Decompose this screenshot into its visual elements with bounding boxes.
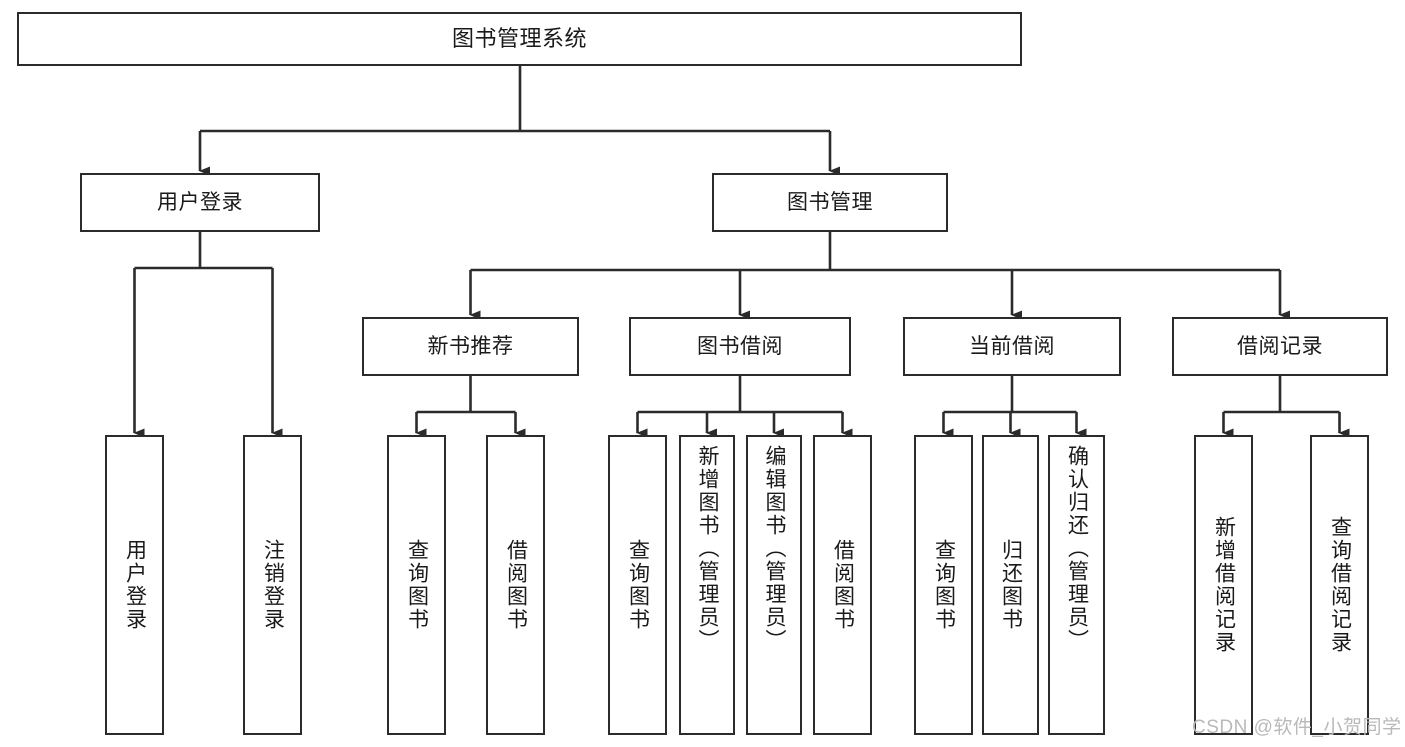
node-label: 借阅记录	[1237, 334, 1323, 358]
node-leaf-6: 编辑图书（管理员）	[746, 435, 802, 735]
node-label: 编辑图书（管理员）	[763, 445, 787, 652]
node-label: 图书管理系统	[451, 25, 587, 51]
node-label: 新书推荐	[427, 334, 514, 358]
node-leaf-5: 新增图书（管理员）	[679, 435, 735, 735]
node-label: 借阅图书	[504, 539, 528, 631]
node-label: 用户登录	[157, 190, 243, 214]
node-leaf-1: 注销登录	[243, 435, 302, 735]
csdn-watermark: CSDN @软件_小贺同学	[1192, 717, 1402, 738]
node-label: 查询图书	[626, 539, 650, 631]
node-label: 图书管理	[787, 190, 873, 214]
node-leaf-12: 查询借阅记录	[1310, 435, 1369, 735]
node-level2-0: 用户登录	[80, 173, 320, 232]
node-leaf-4: 查询图书	[608, 435, 667, 735]
node-leaf-8: 查询图书	[914, 435, 973, 735]
node-label: 新增图书（管理员）	[696, 445, 720, 652]
node-level2-1: 图书管理	[712, 173, 948, 232]
node-label: 确认归还（管理员）	[1065, 445, 1089, 652]
node-leaf-0: 用户登录	[105, 435, 164, 735]
node-label: 归还图书	[999, 539, 1023, 631]
node-level3-2: 当前借阅	[903, 317, 1121, 376]
node-label: 新增借阅记录	[1212, 516, 1236, 654]
node-leaf-11: 新增借阅记录	[1194, 435, 1253, 735]
node-label: 当前借阅	[969, 334, 1055, 358]
node-label: 查询图书	[405, 539, 429, 631]
node-label: 注销登录	[261, 539, 285, 631]
node-leaf-10: 确认归还（管理员）	[1048, 435, 1105, 735]
node-level3-3: 借阅记录	[1172, 317, 1388, 376]
node-leaf-7: 借阅图书	[813, 435, 872, 735]
node-label: 用户登录	[123, 539, 147, 631]
node-label: 查询图书	[932, 539, 956, 631]
node-level3-0: 新书推荐	[362, 317, 579, 376]
node-label: 借阅图书	[831, 539, 855, 631]
node-level3-1: 图书借阅	[629, 317, 851, 376]
node-leaf-9: 归还图书	[982, 435, 1039, 735]
node-label: 查询借阅记录	[1328, 516, 1352, 654]
node-root-system: 图书管理系统	[17, 12, 1022, 66]
node-leaf-2: 查询图书	[387, 435, 446, 735]
node-leaf-3: 借阅图书	[486, 435, 545, 735]
node-label: 图书借阅	[697, 334, 783, 358]
